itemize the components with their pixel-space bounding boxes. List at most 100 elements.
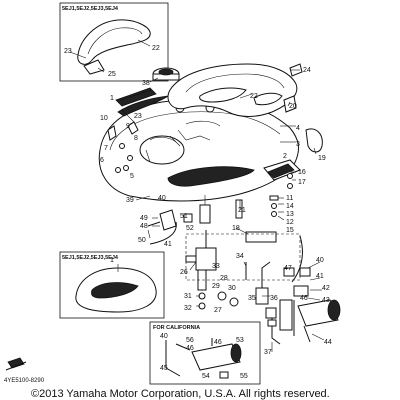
callout-17: 17: [298, 179, 306, 186]
pad-clip: [83, 59, 105, 75]
callout-7: 7: [104, 145, 108, 152]
callout-14: 14: [286, 203, 294, 210]
tank-cover: [167, 63, 298, 117]
fig-ref-arrow: [5, 357, 27, 371]
callout-13: 13: [286, 211, 294, 218]
callout-26: 26: [180, 269, 188, 276]
callout-22b: 22: [250, 93, 258, 100]
callout-numbers: 23 22 25 24 38 22 20 1 23 10 9 8 7 6 5 4…: [64, 45, 332, 380]
callout-46c: 46: [214, 339, 222, 346]
tank-body: [98, 99, 299, 202]
callout-20: 20: [289, 103, 297, 110]
callout-40: 40: [158, 195, 166, 202]
callout-9: 9: [126, 123, 130, 130]
callout-5: 5: [130, 173, 134, 180]
hose-37: [279, 299, 293, 331]
callout-41: 41: [164, 241, 172, 248]
callout-4: 4: [296, 125, 300, 132]
callout-1: 1: [110, 95, 114, 102]
tank-recess: [139, 135, 185, 165]
leader-lines: [121, 69, 325, 352]
callout-39: 39: [126, 197, 134, 204]
callout-30: 30: [228, 285, 236, 292]
callout-34: 34: [236, 253, 244, 260]
callout-36: 36: [270, 295, 278, 302]
callout-2: 2: [283, 153, 287, 160]
callout-48: 48: [140, 223, 148, 230]
callout-6: 6: [100, 157, 104, 164]
callout-52: 52: [186, 225, 194, 232]
callout-10: 10: [100, 115, 108, 122]
inset-frame-ca: [149, 321, 261, 385]
callout-24: 24: [303, 67, 311, 74]
callout-40c: 40: [160, 333, 168, 340]
switch-52: [159, 209, 177, 231]
callout-19: 19: [318, 155, 326, 162]
callout-41b: 41: [316, 273, 324, 280]
pad-21: [235, 199, 243, 219]
callout-53: 53: [236, 337, 244, 344]
callout-49: 49: [140, 215, 148, 222]
callout-50: 50: [138, 237, 146, 244]
callout-28: 28: [220, 275, 228, 282]
inset-box-left: 5EJ1,5EJ2,5EJ3,5EJ4: [59, 251, 165, 319]
inset-left-models-label: 5EJ1,5EJ2,5EJ3,5EJ4: [62, 255, 119, 261]
figure-reference: 4YE5100-8290: [4, 378, 45, 384]
callout-29: 29: [212, 283, 220, 290]
callout-21: 21: [238, 207, 246, 214]
fuel-cap: [152, 67, 180, 81]
callout-46: 46: [300, 295, 308, 302]
callout-1b: 1: [110, 257, 114, 264]
inset-frame: [59, 2, 169, 82]
copyright-notice: ©2013 Yamaha Motor Corporation, U.S.A. A…: [31, 388, 330, 400]
callout-37: 37: [264, 349, 272, 356]
callout-43: 43: [322, 297, 330, 304]
callout-45: 45: [160, 365, 168, 372]
callout-31: 31: [184, 293, 192, 300]
bracket-19: [305, 128, 323, 153]
fuel-valve-assembly: [147, 195, 301, 310]
callout-54: 54: [202, 373, 210, 380]
callout-56: 56: [186, 337, 194, 344]
callout-42: 42: [322, 285, 330, 292]
cover-opening-rear: [253, 92, 283, 106]
callout-55: 55: [240, 373, 248, 380]
callout-16: 16: [298, 169, 306, 176]
callout-33: 33: [212, 263, 220, 270]
callout-27: 27: [214, 307, 222, 314]
bracket-20: [283, 95, 297, 113]
ca-canister: [191, 343, 241, 371]
callout-23: 23: [64, 48, 72, 55]
callout-51: 51: [180, 213, 188, 220]
valve-body: [199, 204, 211, 224]
callout-3: 3: [296, 141, 300, 148]
callout-32: 32: [184, 305, 192, 312]
callout-38: 38: [142, 80, 150, 87]
hose-assembly: [265, 235, 341, 345]
callout-11: 11: [286, 195, 293, 202]
inset-box-top: 5EJ1,5EJ2,5EJ3,5EJ4: [59, 2, 169, 82]
pad-18: [245, 231, 277, 243]
inset-frame-left: [59, 251, 165, 319]
callout-40b: 40: [316, 257, 324, 264]
inset-ca-label: FOR CALIFORNIA: [153, 325, 200, 331]
left-side-parts: [107, 87, 157, 173]
callout-35: 35: [248, 295, 256, 302]
arrow-icon: [7, 357, 25, 369]
callout-12: 12: [286, 219, 294, 226]
callout-44: 44: [324, 339, 332, 346]
cover-opening: [199, 87, 247, 103]
callout-25: 25: [108, 71, 116, 78]
callout-47: 47: [284, 265, 292, 272]
callout-23b: 23: [134, 113, 142, 120]
callout-15: 15: [286, 227, 294, 234]
tank-badge: [115, 87, 157, 107]
callout-8: 8: [134, 135, 138, 142]
tank-cover-pad: [77, 19, 151, 65]
callout-22: 22: [152, 45, 160, 52]
inset-models-label: 5EJ1,5EJ2,5EJ3,5EJ4: [62, 6, 119, 12]
callout-46b: 46: [186, 345, 194, 352]
callout-18: 18: [232, 225, 240, 232]
